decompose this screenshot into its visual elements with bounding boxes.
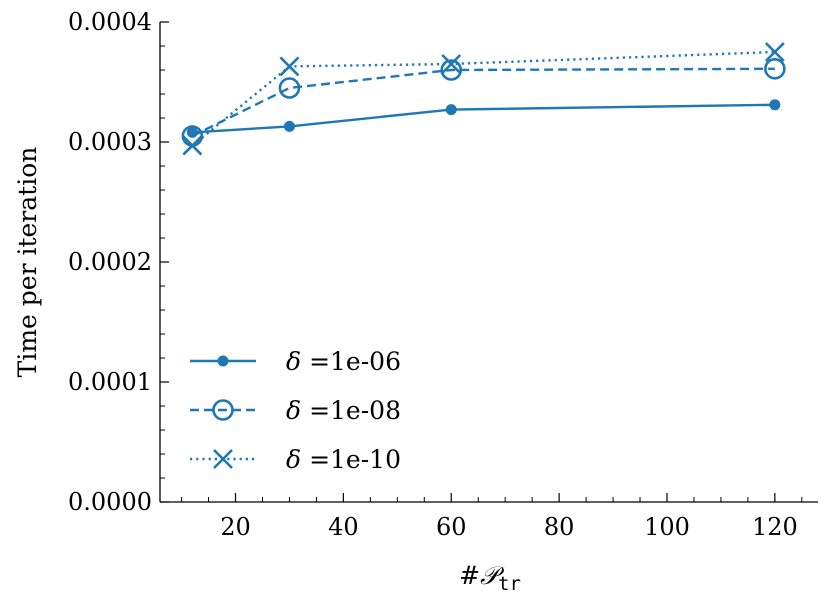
x-tick-label: 20 — [220, 513, 251, 541]
data-point — [764, 58, 786, 80]
series-group — [181, 42, 786, 156]
y-tick-label: 0.0001 — [68, 368, 152, 396]
y-tick-label: 0.0003 — [68, 128, 152, 156]
data-point — [278, 77, 301, 99]
data-point — [764, 42, 785, 62]
data-point-stroke — [279, 56, 300, 77]
data-point — [182, 135, 203, 156]
series-3 — [182, 42, 785, 156]
x-tick-label: 60 — [436, 513, 467, 541]
x-tick-label: 80 — [544, 513, 575, 541]
data-point — [445, 104, 457, 116]
legend-value: =1e-08 — [309, 396, 401, 425]
legend-marker — [217, 355, 229, 367]
series-line — [192, 103, 775, 134]
major-ticks — [160, 21, 776, 503]
minor-ticks — [160, 45, 803, 502]
series-line — [191, 67, 775, 138]
legend-value: =1e-06 — [309, 347, 401, 376]
x-tick-label: 40 — [328, 513, 359, 541]
x-tick-label: 120 — [752, 513, 798, 541]
data-point — [283, 120, 295, 132]
legend-entry: δ =1e-08 — [190, 396, 401, 425]
x-tick-label: 100 — [644, 513, 690, 541]
legend-entry: δ =1e-10 — [190, 445, 401, 474]
data-point-stroke — [441, 54, 462, 74]
series-2 — [181, 58, 786, 147]
legend-symbol: δ — [286, 396, 301, 425]
legend-label: δ =1e-10 — [286, 445, 401, 474]
legend-marker — [212, 399, 234, 421]
data-point — [769, 99, 781, 111]
legend-label: δ =1e-06 — [286, 347, 401, 376]
series-1 — [186, 99, 781, 138]
data-point — [441, 54, 462, 74]
x-axis-label-prefix: # — [459, 561, 480, 590]
legend-marker-stroke — [213, 449, 233, 469]
series-line — [191, 50, 775, 147]
data-point-stroke — [182, 135, 203, 156]
y-axis-label: Time per iteration — [13, 147, 42, 378]
legend-label: δ =1e-08 — [286, 396, 401, 425]
data-point-stroke — [764, 42, 785, 62]
x-axis-label: #𝒫tr — [459, 561, 521, 595]
y-tick-label: 0.0004 — [68, 8, 152, 36]
x-axis-label-subscript: tr — [498, 573, 521, 595]
legend-entry: δ =1e-06 — [190, 347, 401, 376]
legend-marker — [213, 449, 233, 469]
y-tick-label: 0.0002 — [68, 248, 152, 276]
legend-value: =1e-10 — [309, 445, 401, 474]
tick-labels: 0.0000 0.0001 0.0002 0.0003 0.0004 20 40 60 80 10… — [68, 8, 798, 541]
legend-symbol: δ — [286, 445, 301, 474]
data-point — [279, 56, 300, 77]
axes-frame — [159, 22, 818, 503]
legend: δ =1e-06 δ =1e-08 δ =1e-10 — [190, 347, 401, 474]
legend-symbol: δ — [286, 347, 301, 376]
data-point — [440, 59, 463, 81]
y-tick-label: 0.0000 — [68, 488, 152, 516]
